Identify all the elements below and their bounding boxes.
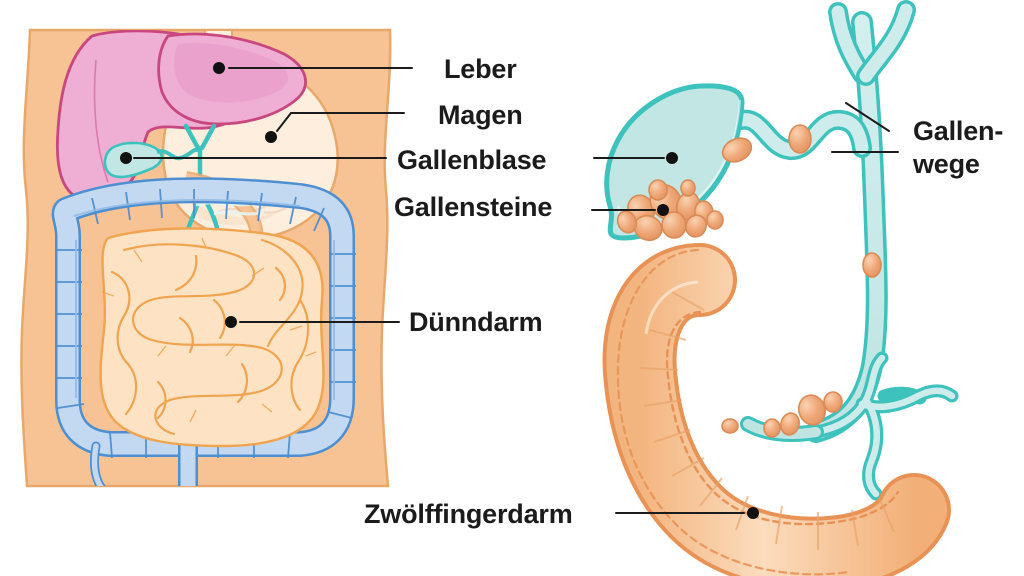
duodenum-mucosa-outer <box>616 248 850 576</box>
colon <box>51 177 356 486</box>
dot-gallenblase-left <box>120 152 132 164</box>
duodenum-highlight <box>644 280 699 335</box>
gallstone-floating <box>721 137 753 163</box>
gallbladder-torso <box>103 141 163 179</box>
cystic-duct <box>735 113 869 157</box>
gallbladder-detail-panel <box>602 0 959 576</box>
dot-magen <box>265 131 277 143</box>
dot-gallensteine <box>657 204 669 216</box>
liver-shade <box>174 42 288 103</box>
duodenum-mucosa-inner <box>665 310 900 526</box>
gallstone-neck <box>788 124 812 154</box>
gallstone-cluster <box>616 137 753 242</box>
appendix <box>91 443 111 486</box>
liver-fissure <box>93 59 109 183</box>
dot-duenndarm <box>225 316 237 328</box>
label-leber: Leber <box>444 54 517 84</box>
label-gallensteine: Gallensteine <box>394 192 552 222</box>
right-hepatic-duct <box>859 3 913 83</box>
leader-gallenwege-upper <box>845 102 890 132</box>
leader-magen <box>276 112 405 132</box>
leader-lines <box>120 62 899 519</box>
label-magen: Magen <box>438 100 523 130</box>
dot-leber <box>213 62 225 74</box>
label-gallenwege-line2: wege <box>912 149 980 179</box>
small-intestine-mass <box>99 227 325 448</box>
colon-taenia <box>73 199 335 400</box>
small-intestine-detail <box>101 237 317 423</box>
gallstone-ampulla-cluster <box>721 391 843 438</box>
dot-zwoelffingerdarm <box>747 507 759 519</box>
dot-gallenblase-right <box>666 152 678 164</box>
label-gallenwege-line1: Gallen- <box>913 116 1003 146</box>
duodenum-folds <box>639 291 895 550</box>
pancreatic-duct <box>812 354 956 498</box>
label-duenndarm: Dünndarm <box>409 307 542 337</box>
duodenum <box>606 247 947 576</box>
torso-panel <box>20 28 392 488</box>
label-zwoelffingerdarm: Zwölffingerdarm <box>364 499 573 529</box>
gallstone-duct-mid <box>862 252 882 278</box>
labels: Leber Magen Gallenblase Gallensteine Dün… <box>364 54 1003 529</box>
small-intestine-loops <box>110 238 310 436</box>
small-intestine <box>99 227 325 448</box>
label-gallenblase: Gallenblase <box>397 145 547 175</box>
